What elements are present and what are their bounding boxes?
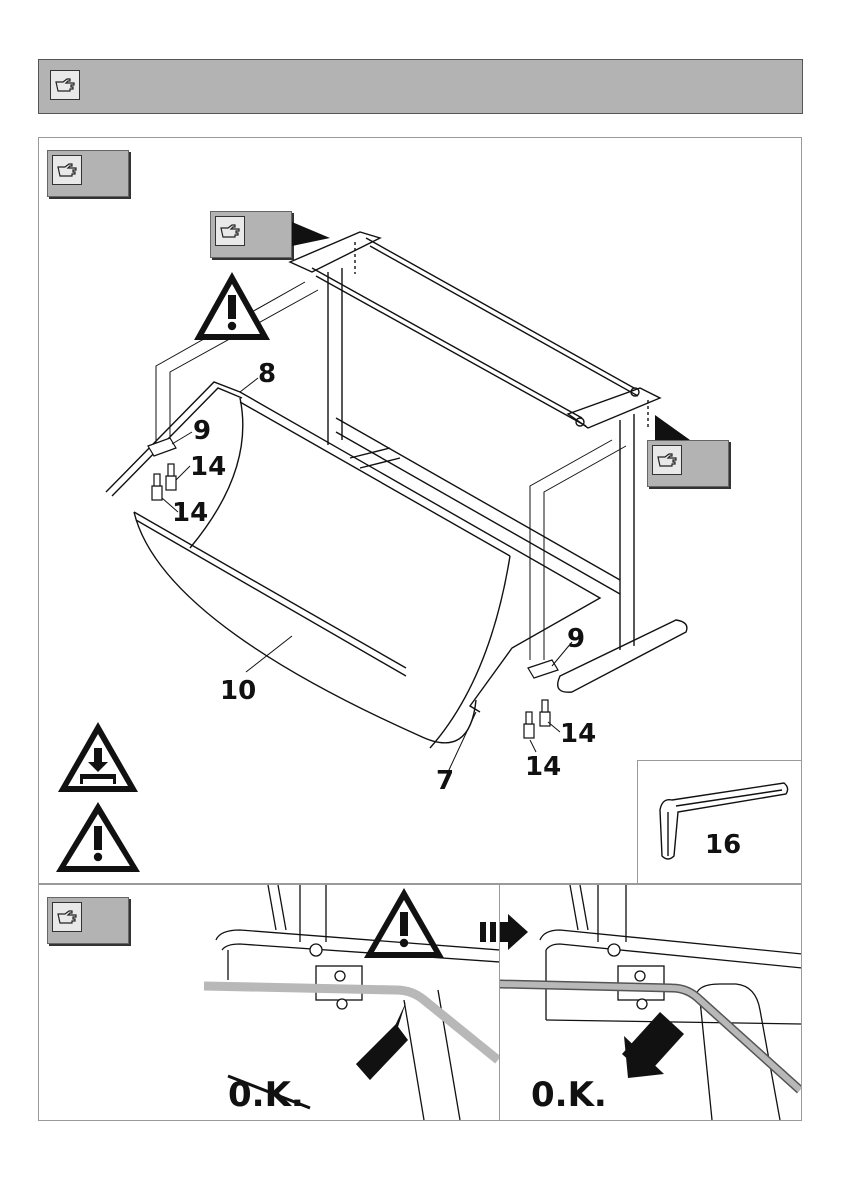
heavy-load-warning-icon [58, 722, 138, 792]
clip-9-right [528, 660, 558, 678]
tool-label-16: 16 [705, 832, 741, 858]
basket-cloth [134, 398, 510, 748]
part-label-14-left-b: 14 [172, 500, 208, 526]
warning-triangle-icon [56, 802, 140, 872]
callout-pointer-top [292, 222, 330, 246]
part-label-8: 8 [258, 361, 276, 387]
callout-pointer-right [655, 415, 690, 440]
warning-triangle-icon [194, 272, 270, 340]
part-label-14-right-a: 14 [560, 721, 596, 747]
ok-label-right: 0.K. [531, 1078, 607, 1112]
screws-14 [152, 464, 550, 738]
clip-9-left [148, 438, 176, 456]
label-leaders [162, 378, 572, 772]
part-label-14-left-a: 14 [190, 454, 226, 480]
part-label-10: 10 [220, 678, 256, 704]
part-label-9-right: 9 [567, 626, 585, 652]
warning-triangle-icon [364, 888, 444, 958]
part-label-7: 7 [436, 768, 454, 794]
next-step-arrow-icon [480, 914, 528, 950]
stand-frame [290, 232, 687, 692]
ok-label-wrong: 0.K. [228, 1078, 304, 1112]
part-label-14-right-b: 14 [525, 754, 561, 780]
basket-wire-frame [106, 382, 600, 712]
part-label-9-left: 9 [193, 418, 211, 444]
